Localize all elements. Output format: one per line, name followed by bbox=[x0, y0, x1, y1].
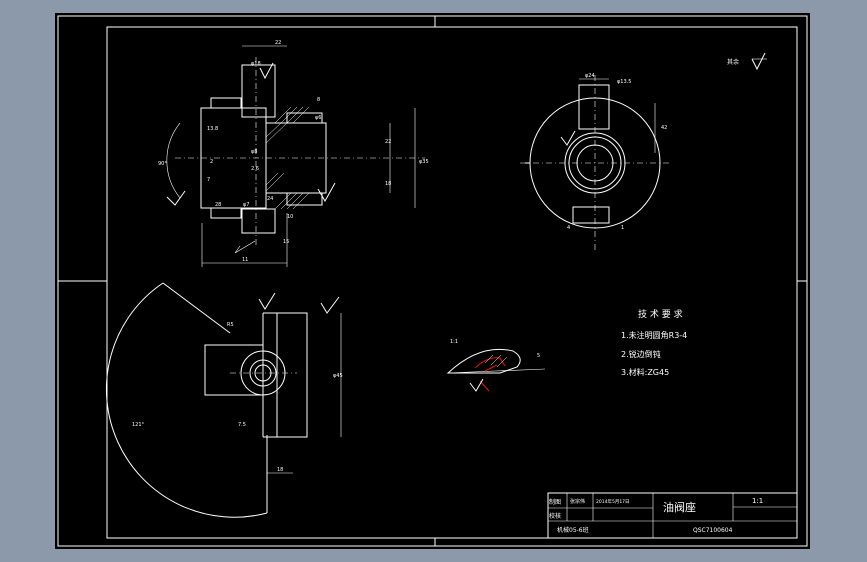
dim-42: 42 bbox=[661, 125, 667, 131]
draw-date: 2014年5月17日 bbox=[596, 498, 630, 505]
drawing-canvas: 其余 bbox=[55, 13, 810, 549]
view1-dimensions: 22 φ18 8 13.8 φ8 2.6 22 φ35 18 11 φ6 2 7… bbox=[158, 40, 429, 263]
dim-phi8: φ8 bbox=[251, 149, 257, 155]
tech-title: 技 术 要 求 bbox=[638, 308, 683, 320]
scale-value: 1:1 bbox=[752, 497, 763, 505]
dim-10: 10 bbox=[287, 214, 293, 220]
tech-item-3: 3.材料:ZG45 bbox=[621, 367, 669, 377]
hatch-region bbox=[265, 106, 310, 210]
dim-22-right: 22 bbox=[385, 139, 391, 145]
dim-phi35: φ35 bbox=[419, 159, 429, 165]
dim-r5: R5 bbox=[227, 322, 234, 328]
dim-24: 24 bbox=[267, 196, 273, 202]
detail-scale: 1:1 bbox=[450, 339, 458, 345]
tech-item-1: 1.未注明圆角R3-4 bbox=[621, 330, 687, 340]
label-drawn-by: 制图 bbox=[549, 498, 561, 506]
view2-dimensions: φ24 φ13.5 42 4 1 bbox=[567, 73, 667, 231]
dim-18: 18 bbox=[385, 181, 391, 187]
dim-2-6: 2.6 bbox=[251, 166, 259, 172]
dim-phi6: φ6 bbox=[315, 115, 321, 121]
dim-phi45: φ45 bbox=[333, 373, 343, 379]
view3-dimensions: 121° R5 7.5 φ45 18 bbox=[132, 322, 343, 473]
dim-90deg: 90° bbox=[158, 161, 167, 167]
dim-phi7: φ7 bbox=[243, 202, 249, 208]
outer-frame bbox=[57, 15, 808, 547]
detail-dim-5: 5 bbox=[537, 353, 540, 359]
title-block: 制图 校核 张宗伟 2014年5月17日 油阀座 1:1 机械05-6班 QSC… bbox=[547, 492, 798, 539]
section-view-main bbox=[166, 45, 425, 267]
drawing-number: QSC7100604 bbox=[693, 527, 733, 534]
dim-7: 7 bbox=[207, 177, 210, 183]
dim-phi18: φ18 bbox=[251, 61, 261, 67]
dim-121deg: 121° bbox=[132, 422, 145, 428]
cad-drawing: 其余 bbox=[57, 15, 808, 547]
dim-phi24: φ24 bbox=[585, 73, 595, 79]
side-view bbox=[105, 282, 342, 518]
dim-13-8: 13.8 bbox=[207, 126, 218, 132]
dim-1: 1 bbox=[621, 225, 624, 231]
dim-28: 28 bbox=[215, 202, 221, 208]
tech-item-2: 2.锐边倒钝 bbox=[621, 349, 661, 359]
part-name: 油阀座 bbox=[663, 500, 696, 514]
dim-8: 8 bbox=[317, 97, 320, 103]
school-class: 机械05-6班 bbox=[557, 526, 589, 534]
label-checked-by: 校核 bbox=[549, 512, 561, 520]
detail-view: 1:1 5 bbox=[446, 339, 546, 392]
dim-phi13-5: φ13.5 bbox=[617, 79, 631, 85]
dim-7-5: 7.5 bbox=[238, 422, 246, 428]
roughness-note-text: 其余 bbox=[727, 58, 739, 66]
drafter-name: 张宗伟 bbox=[570, 498, 585, 505]
end-view-circular bbox=[520, 75, 670, 253]
inner-frame bbox=[106, 26, 798, 539]
dim-2: 2 bbox=[210, 159, 213, 165]
dim-18-side: 18 bbox=[277, 467, 283, 473]
technical-requirements: 技 术 要 求 1.未注明圆角R3-4 2.锐边倒钝 3.材料:ZG45 bbox=[621, 308, 687, 377]
dim-4: 4 bbox=[567, 225, 570, 231]
roughness-note: 其余 bbox=[727, 52, 767, 71]
dim-15: 15 bbox=[283, 239, 289, 245]
dim-11: 11 bbox=[242, 257, 248, 263]
dim-22-top: 22 bbox=[275, 40, 281, 46]
